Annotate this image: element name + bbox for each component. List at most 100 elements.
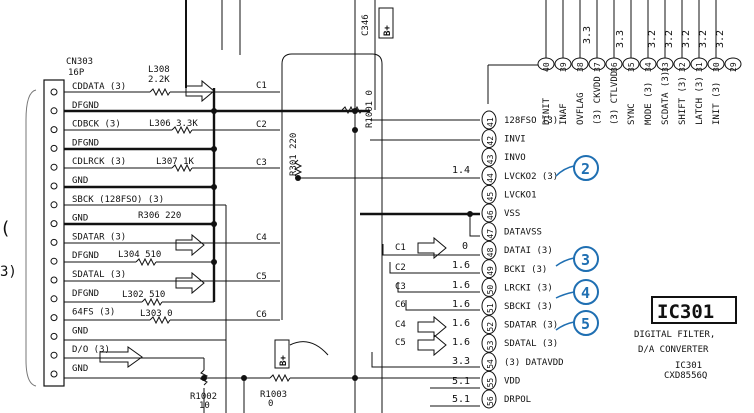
ic-top-pin-label: DINIT (542, 97, 552, 125)
ic-pin (481, 110, 497, 130)
ic-pin (481, 259, 497, 279)
ic-pin-number: 56 (486, 396, 495, 406)
ic-top-pin-label: MODE (3) (644, 82, 654, 125)
voltage: 0 (462, 241, 468, 252)
conn-right-c2: C2 (395, 263, 406, 273)
ic-top-pin-number: 40 (542, 62, 551, 72)
connector-pin-label: DFGND (72, 138, 99, 148)
ic-top-pin (724, 57, 742, 71)
ic-top-pin-number: 31 (695, 62, 704, 72)
resistor-r301 (293, 159, 303, 179)
voltage: 5.1 (452, 394, 470, 405)
ic-top-pin-label: INIT (3) (712, 82, 722, 125)
ic-top-pin-number: 32 (678, 62, 687, 72)
ic-pin-number: 55 (486, 378, 495, 388)
voltage: 5.1 (452, 376, 470, 387)
ic-pin (481, 370, 497, 390)
r1003-ref: R1003 (260, 390, 287, 400)
ic-top-pin-number: 33 (661, 62, 670, 72)
connector-pin-dot (50, 314, 58, 322)
r301-label: R301 220 (289, 133, 299, 176)
connector-pin-dot (50, 257, 58, 265)
ic-pin-number: 41 (486, 117, 495, 127)
ic-pin-label: DRPOL (504, 395, 531, 405)
voltage: 1.6 (452, 260, 470, 271)
callout-5-text: 5 (581, 315, 590, 333)
ic-pin-number: 53 (486, 340, 495, 350)
connector-pin-dot (50, 220, 58, 228)
ic-desc-1: DIGITAL FILTER, (634, 330, 715, 340)
top-voltage: 3.3 (582, 26, 593, 44)
conn-right-c5: C5 (395, 338, 406, 348)
ic-top-pin-number: 34 (644, 62, 653, 72)
ic-pin-number: 43 (486, 154, 495, 164)
r306b-label: R306 220 (138, 211, 181, 221)
resistor-r302 (141, 297, 163, 307)
voltage: 1.6 (452, 299, 470, 310)
ic-pin (481, 240, 497, 260)
resistor-r308 (149, 87, 171, 97)
ic-top-pin-label: (3) CTLVDD (610, 71, 620, 125)
bplus-label-lower: B+ (279, 355, 289, 366)
ic-pin (481, 389, 497, 409)
ic-pin-label: SDATAR (3) (504, 321, 558, 331)
ic-pin-label: INVI (504, 135, 526, 145)
callout-2: 2 (555, 155, 599, 181)
ic-pin-label: LVCKO2 (3) (504, 172, 558, 182)
ic-desc-2: D/A CONVERTER (638, 345, 709, 355)
voltage: 1.4 (452, 165, 470, 176)
top-voltage: 3.2 (647, 30, 658, 48)
bplus-box-lower (274, 339, 290, 369)
ic-top-pin-label: SCDATA (3) (661, 71, 671, 125)
r302-label: L302 510 (122, 290, 165, 300)
ic-part: CXD8556Q (664, 371, 707, 381)
connector-pins-count: 16P (68, 68, 85, 78)
bplus-label-top: B+ (383, 25, 393, 36)
ic-top-pin-label: OVFLAG (576, 92, 586, 125)
ic-pin-number: 44 (486, 173, 495, 183)
ic-pin (481, 147, 497, 167)
c346-label: C346 (361, 14, 371, 36)
ic-pin (481, 333, 497, 353)
ic-top-pin-number: 30 (712, 62, 721, 72)
connector-pin-label: GND (72, 364, 88, 374)
conn-right-c3: C3 (395, 282, 406, 292)
r307-label: L307 1K (156, 157, 195, 167)
r1001-label: R1001 0 (365, 90, 375, 128)
ic-top-pin-number: 38 (576, 62, 585, 72)
r303-label: L303 0 (140, 309, 173, 319)
connector-pin-label: DFGND (72, 101, 99, 111)
routing-box (281, 53, 383, 413)
connector-pin-dot (50, 144, 58, 152)
connector-pin-dot (50, 295, 58, 303)
ic-pin-label: (3) DATAVDD (504, 358, 564, 368)
ic-pin-label: INVO (504, 153, 526, 163)
conn-right-c6: C6 (395, 300, 406, 310)
conn-left-c6: C6 (256, 310, 267, 320)
voltage: 1.6 (452, 318, 470, 329)
ic-top-pin-number: 37 (593, 62, 602, 72)
conn-left-c1: C1 (256, 81, 267, 91)
connector-pin-label: GND (72, 326, 88, 336)
ic-top-pin-label: INAF (559, 103, 569, 125)
resistor-r307 (171, 163, 193, 173)
ic-pin-label: SBCKI (3) (504, 302, 553, 312)
connector-pin-label: CDBCK (3) (72, 120, 121, 130)
voltage: 3.3 (452, 356, 470, 367)
ic-pin-number: 45 (486, 192, 495, 202)
connector-pin-label: 64FS (3) (72, 308, 115, 318)
connector-pin-dot (50, 238, 58, 246)
ic-top-pin-number: 29 (729, 62, 738, 72)
connector-pin-label: D/O (3) (72, 345, 110, 355)
ic-top-pin-label: (3) CKVDD (593, 76, 603, 125)
r1003-val: 0 (268, 399, 273, 409)
margin-3: 3) (0, 264, 17, 280)
ic-pin-label: SDATAL (3) (504, 339, 558, 349)
ic-pin-number: 42 (486, 136, 495, 146)
connector-pin-dot (50, 163, 58, 171)
callout-2-text: 2 (581, 160, 590, 178)
top-voltage: 3.2 (681, 30, 692, 48)
callout-3: 3 (555, 246, 599, 272)
ic-top-pin-label: LATCH (3) (695, 76, 705, 125)
